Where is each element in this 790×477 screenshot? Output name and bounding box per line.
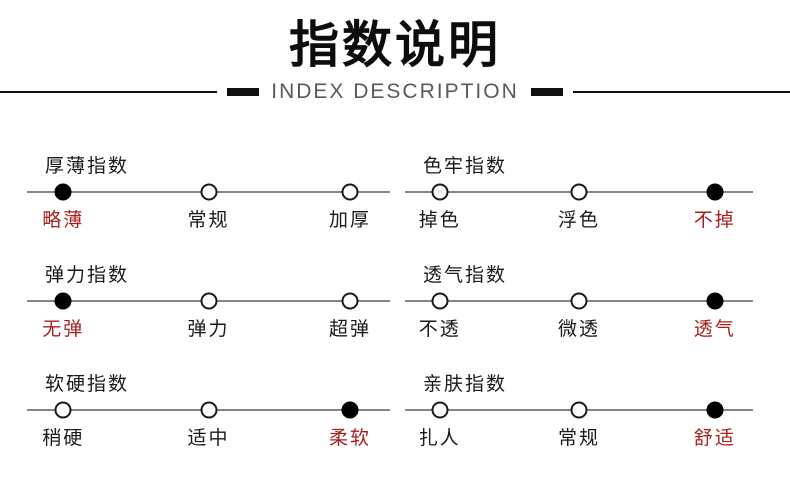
right-rule-bar: [530, 87, 563, 96]
index-groups-grid: 厚薄指数 略薄 常规 加厚 色牢指数 掉色 浮色 不掉 弹力指数: [0, 151, 790, 449]
index-group-softness: 软硬指数 稍硬 适中 柔软: [27, 369, 390, 449]
scale-track: [27, 183, 390, 202]
option-label: 不透: [418, 318, 461, 340]
option-label: 弹力: [187, 318, 230, 340]
scale-labels: 掉色 浮色 不掉: [405, 205, 753, 231]
index-group-elasticity: 弹力指数 无弹 弹力 超弹: [27, 260, 390, 340]
scale-labels: 不透 微透 透气: [405, 314, 753, 340]
option-label: 扎人: [418, 427, 461, 449]
left-rule-line: [0, 90, 218, 93]
index-group-breathability: 透气指数 不透 微透 透气: [405, 260, 753, 340]
scale-dot: [341, 292, 359, 309]
option-label: 常规: [557, 427, 601, 449]
index-group-skin-friendly: 亲肤指数 扎人 常规 舒适: [405, 369, 753, 449]
option-label: 常规: [187, 209, 230, 231]
option-label: 透气: [693, 318, 736, 340]
option-label: 掉色: [418, 209, 461, 231]
option-label: 舒适: [693, 427, 736, 449]
group-title: 厚薄指数: [45, 155, 130, 177]
scale-track: [405, 292, 753, 311]
left-rule-bar: [227, 87, 260, 96]
group-title: 亲肤指数: [423, 373, 508, 395]
scale-dot: [431, 183, 449, 200]
subtitle-row: INDEX DESCRIPTION: [0, 79, 790, 105]
option-label: 超弹: [329, 318, 372, 340]
index-group-thickness: 厚薄指数 略薄 常规 加厚: [27, 151, 390, 231]
header: 指数说明 INDEX DESCRIPTION: [0, 0, 790, 105]
scale-dot: [570, 401, 588, 418]
option-label: 略薄: [42, 209, 85, 231]
scale-dot: [706, 183, 724, 200]
scale-dot: [341, 401, 359, 418]
option-label: 适中: [187, 427, 230, 449]
option-label: 柔软: [329, 427, 372, 449]
scale-dot: [431, 401, 449, 418]
scale-dot: [706, 292, 724, 309]
option-label: 浮色: [557, 209, 601, 231]
scale-dot: [54, 183, 72, 200]
option-label: 无弹: [42, 318, 85, 340]
scale-track: [27, 401, 390, 420]
scale-dot: [431, 292, 449, 309]
scale-dot: [54, 401, 72, 418]
scale-track: [405, 401, 753, 420]
right-rule-line: [572, 90, 790, 93]
option-label: 不掉: [693, 209, 736, 231]
scale-dot: [54, 292, 72, 309]
scale-dot: [200, 401, 217, 418]
index-group-colorfastness: 色牢指数 掉色 浮色 不掉: [405, 151, 753, 231]
group-title: 软硬指数: [45, 373, 130, 395]
scale-labels: 略薄 常规 加厚: [27, 205, 390, 231]
scale-labels: 稍硬 适中 柔软: [27, 423, 390, 449]
page-title: 指数说明: [289, 17, 501, 73]
group-title: 透气指数: [423, 264, 508, 286]
scale-dot: [341, 183, 359, 200]
option-label: 加厚: [329, 209, 372, 231]
scale-dot: [570, 292, 588, 309]
scale-dot: [570, 183, 588, 200]
scale-dot: [706, 401, 724, 418]
option-label: 稍硬: [42, 427, 85, 449]
scale-dot: [200, 292, 217, 309]
group-title: 色牢指数: [423, 155, 508, 177]
group-title: 弹力指数: [45, 264, 130, 286]
page-subtitle: INDEX DESCRIPTION: [271, 79, 519, 103]
scale-labels: 扎人 常规 舒适: [405, 423, 753, 449]
option-label: 微透: [557, 318, 601, 340]
scale-track: [405, 183, 753, 202]
scale-dot: [200, 183, 217, 200]
scale-track: [27, 292, 390, 311]
scale-labels: 无弹 弹力 超弹: [27, 314, 390, 340]
